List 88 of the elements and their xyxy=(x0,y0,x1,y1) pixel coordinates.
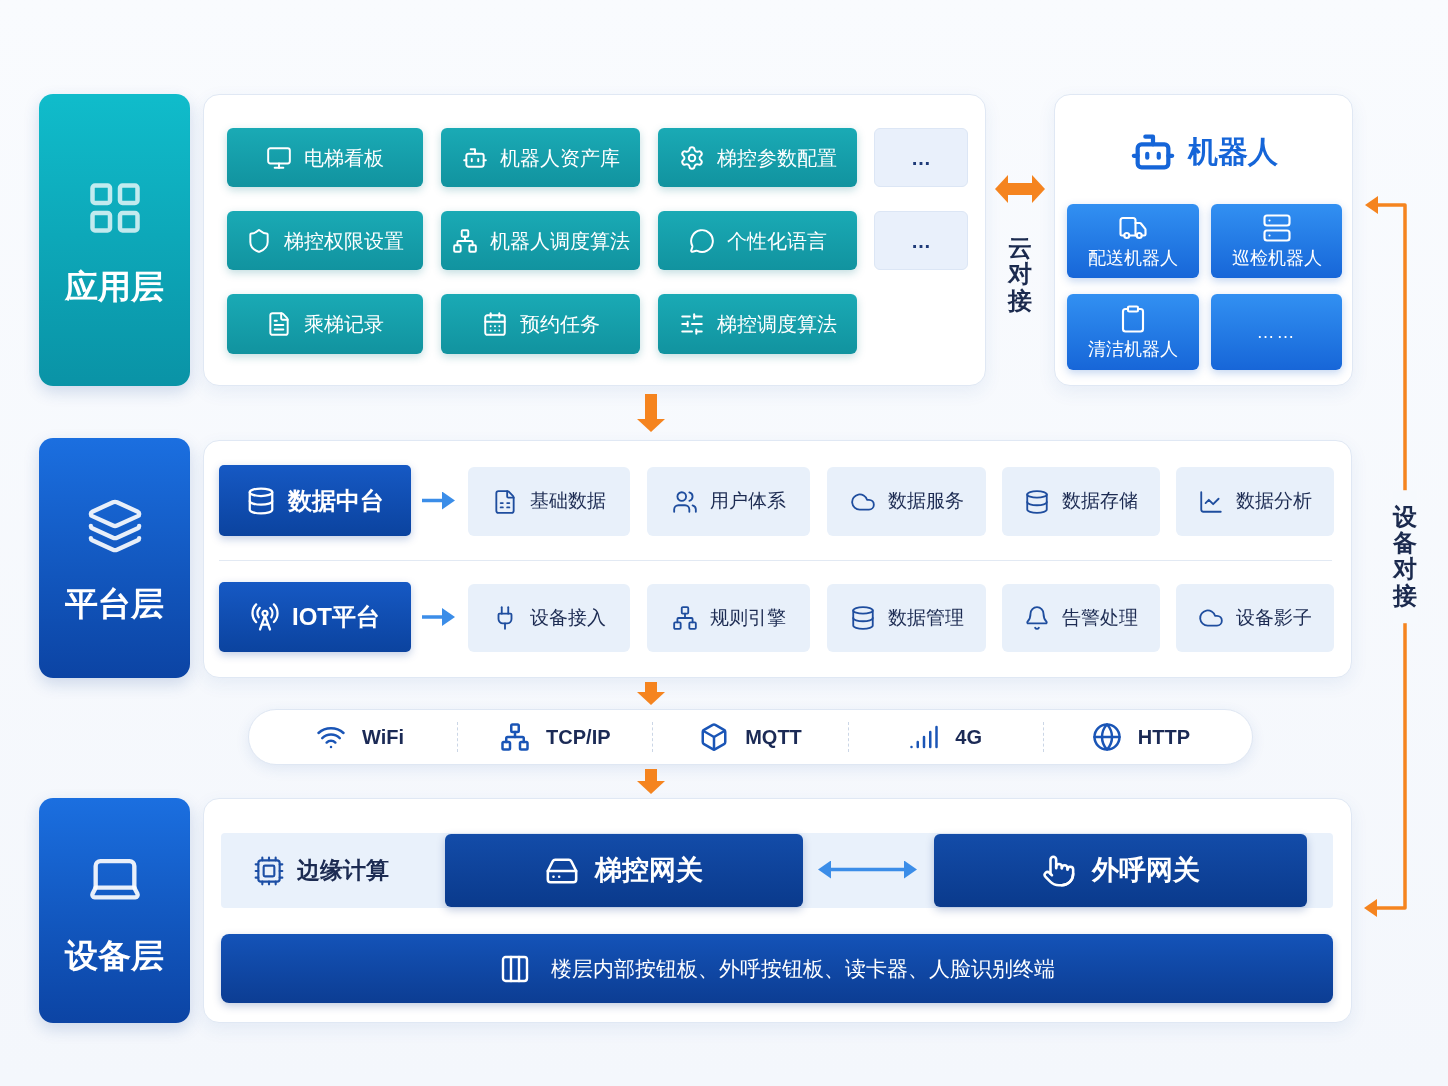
arrow xyxy=(637,682,665,705)
layer-panel xyxy=(203,94,986,386)
module-label: 电梯看板 xyxy=(304,145,384,171)
service-label: 规则引擎 xyxy=(709,605,786,630)
module-tile xyxy=(658,294,857,354)
robot-label: 巡检机器人 xyxy=(1231,246,1322,270)
service-tile xyxy=(1002,584,1160,652)
terminal-label: 楼层内部按钮板、外呼按钮板、读卡器、人脸识别终端 xyxy=(551,955,1055,982)
service-tile xyxy=(647,584,810,652)
platform-tile xyxy=(219,465,411,536)
module-tile xyxy=(227,128,423,187)
robot-tile xyxy=(1067,294,1199,370)
service-tile xyxy=(1176,467,1334,536)
ellipsis-label: … xyxy=(911,147,931,168)
robot-label: …… xyxy=(1256,320,1297,344)
module-tile xyxy=(227,294,423,354)
robot-tile xyxy=(1067,204,1199,278)
panel-title: 机器人 xyxy=(1187,137,1278,167)
arrow xyxy=(422,608,455,626)
double-arrow xyxy=(818,860,917,879)
protocol-bar xyxy=(248,709,1253,765)
service-label: 数据存储 xyxy=(1062,489,1138,514)
protocol-label: HTTP xyxy=(1137,725,1190,750)
service-label: 数据管理 xyxy=(887,605,964,630)
arrow xyxy=(422,491,455,510)
service-tile xyxy=(647,467,810,536)
gateway-label: 外呼网关 xyxy=(1091,854,1200,888)
platform-label: IOT平台 xyxy=(292,602,380,632)
module-tile xyxy=(227,211,423,270)
service-tile xyxy=(1176,584,1334,652)
layer-card xyxy=(39,94,190,386)
gateway-tile xyxy=(445,834,803,907)
layer-title: 平台层 xyxy=(65,586,164,620)
more-tile xyxy=(874,128,968,187)
service-label: 数据分析 xyxy=(1236,489,1312,514)
module-label: 机器人资产库 xyxy=(499,145,620,171)
module-label: 乘梯记录 xyxy=(304,312,384,337)
module-label: 预约任务 xyxy=(519,312,600,337)
module-tile xyxy=(441,294,640,354)
module-tile xyxy=(441,128,640,187)
service-tile xyxy=(1002,467,1160,536)
module-tile xyxy=(441,211,640,270)
service-tile xyxy=(827,467,986,536)
module-label: 梯控参数配置 xyxy=(716,145,837,171)
service-label: 基础数据 xyxy=(530,489,606,514)
service-label: 告警处理 xyxy=(1062,605,1138,630)
robot-tile xyxy=(1211,294,1342,370)
band-label: 边缘计算 xyxy=(297,856,389,886)
protocol-label: MQTT xyxy=(745,725,802,750)
module-tile xyxy=(658,211,857,270)
double-arrow xyxy=(995,175,1045,203)
service-tile xyxy=(827,584,986,652)
service-label: 设备影子 xyxy=(1236,605,1312,630)
layer-panel xyxy=(203,440,1352,678)
layer-panel xyxy=(203,798,1352,1023)
service-tile xyxy=(468,584,630,652)
module-tile xyxy=(658,128,857,187)
terminal-bar xyxy=(221,934,1333,1003)
module-label: 梯控调度算法 xyxy=(716,312,837,337)
robot-tile xyxy=(1211,204,1342,278)
arrow xyxy=(637,769,665,794)
service-tile xyxy=(468,467,630,536)
robot-label: 清洁机器人 xyxy=(1088,337,1178,361)
protocol-label: 4G xyxy=(955,725,983,750)
edge-label: 设备对接 xyxy=(1393,489,1417,624)
edge-label: 云对接 xyxy=(1008,235,1032,315)
layer-card xyxy=(39,798,190,1023)
more-tile xyxy=(874,211,968,270)
platform-label: 数据中台 xyxy=(288,485,384,516)
robot-label: 配送机器人 xyxy=(1088,246,1178,270)
protocol-label: WiFi xyxy=(362,725,405,750)
layer-card xyxy=(39,438,190,678)
gateway-tile xyxy=(934,834,1307,907)
ellipsis-label: … xyxy=(911,230,931,251)
service-label: 数据服务 xyxy=(887,489,964,514)
layer-title: 应用层 xyxy=(65,269,164,303)
protocol-label: TCP/IP xyxy=(546,725,611,750)
module-label: 梯控权限设置 xyxy=(284,228,404,254)
gateway-label: 梯控网关 xyxy=(595,854,703,888)
module-label: 个性化语言 xyxy=(726,228,827,254)
service-label: 用户体系 xyxy=(709,489,786,514)
edge-computing-band xyxy=(221,833,1333,908)
arrow xyxy=(637,394,665,432)
service-label: 设备接入 xyxy=(530,605,606,630)
layer-title: 设备层 xyxy=(65,939,164,972)
module-label: 机器人调度算法 xyxy=(489,228,630,254)
robot-panel xyxy=(1054,94,1353,386)
platform-tile xyxy=(219,582,411,652)
